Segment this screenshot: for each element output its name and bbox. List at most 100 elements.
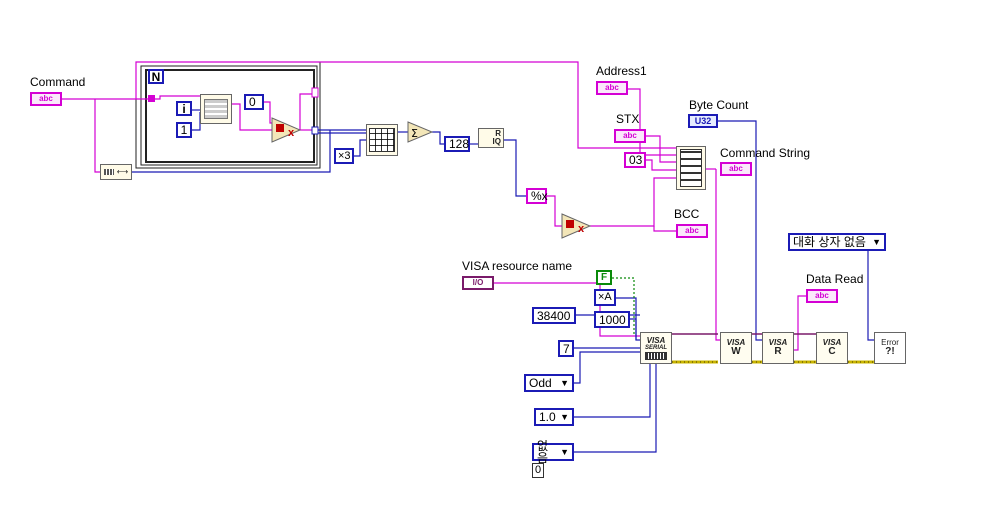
svg-text:x: x: [288, 127, 295, 139]
loop-iteration-terminal[interactable]: i: [176, 101, 192, 116]
visa-read-label: R: [774, 346, 782, 357]
bcc-indicator[interactable]: abc: [676, 224, 708, 238]
dialog-mode-ring[interactable]: 대화 상자 없음 ▼: [788, 233, 886, 251]
visa-resource-name-control[interactable]: I/O: [462, 276, 494, 290]
visa-configure-serial-node[interactable]: VISA SERIAL: [640, 332, 672, 364]
loop-input-tunnel: [148, 95, 155, 102]
length-arrow-icon: ⟷: [116, 167, 129, 176]
label-stx: STX: [616, 112, 640, 126]
visa-serial-label: SERIAL: [644, 344, 667, 351]
serial-port-icon: [645, 351, 667, 360]
wire-flow: [574, 364, 657, 453]
stop-bits-ring[interactable]: 1.0 ▼: [534, 408, 574, 426]
visa-close-node[interactable]: VISA C: [816, 332, 848, 364]
parity-value: Odd: [529, 376, 552, 390]
error-handler-title: Error: [881, 338, 899, 347]
for-loop-structure[interactable]: [135, 61, 321, 169]
visa-write-node[interactable]: VISA W: [720, 332, 752, 364]
wire-dialog-mode: [867, 248, 876, 341]
data-read-indicator[interactable]: abc: [806, 289, 838, 303]
constant-zero[interactable]: 0: [244, 94, 264, 110]
visa-write-label: W: [731, 346, 741, 357]
label-address1: Address1: [596, 64, 647, 78]
loop-count-terminal[interactable]: N: [148, 69, 164, 84]
svg-text:x: x: [578, 223, 585, 235]
wire-termchar: [616, 297, 637, 340]
constant-termchar[interactable]: ×A: [594, 289, 616, 306]
quotient-iq-label: IQ: [492, 137, 501, 146]
label-command-string: Command String: [720, 146, 811, 160]
wire-timeout: [630, 318, 640, 341]
error-handler-mark: ?!: [885, 346, 895, 357]
wire-stop-bits: [574, 364, 651, 418]
shift-register-right: [311, 87, 319, 98]
parity-enum[interactable]: Odd ▼: [524, 374, 574, 392]
dropdown-arrow-icon: ▼: [560, 411, 569, 422]
delete-from-string-icon[interactable]: x: [271, 117, 302, 143]
visa-write-title: VISA: [726, 338, 746, 347]
address1-control[interactable]: abc: [596, 81, 628, 95]
label-data-read: Data Read: [806, 272, 864, 286]
wire-shift-left: [299, 93, 312, 130]
dropdown-arrow-icon: ▼: [872, 236, 881, 247]
constant-format-string[interactable]: %x: [526, 188, 548, 204]
dropdown-arrow-icon: ▼: [560, 377, 569, 388]
build-array-icon: [369, 128, 395, 152]
string-length-node[interactable]: ⟷: [100, 164, 132, 180]
wire-bool-termchar-enable: [612, 277, 635, 336]
simple-error-handler-node[interactable]: Error ?!: [874, 332, 906, 364]
visa-configure-title: VISA: [646, 335, 666, 345]
wire-loop-string: [154, 95, 200, 100]
label-visa-resource-name: VISA resource name: [462, 259, 573, 273]
wire-to-write: [715, 169, 722, 341]
string-subset-node[interactable]: [200, 94, 232, 124]
constant-timeout[interactable]: 1000: [594, 311, 630, 328]
loop-output-tunnel: [311, 126, 319, 135]
wire-char-to-subset: [232, 103, 272, 131]
wire-parity: [574, 351, 646, 384]
constant-stx-value[interactable]: 03: [624, 152, 646, 168]
flow-control-value: 없음: [537, 439, 549, 465]
svg-text:Σ: Σ: [411, 127, 418, 140]
visa-close-title: VISA: [822, 338, 842, 347]
constant-data-bits[interactable]: 7: [558, 340, 574, 357]
wire-times3: [354, 139, 366, 157]
quotient-r-label: R: [495, 129, 501, 138]
wire-command-to-concat: [135, 61, 676, 149]
label-byte-count: Byte Count: [689, 98, 749, 112]
wire-03: [646, 159, 676, 171]
wire-quotient-to-format: [504, 139, 526, 197]
stop-bits-value: 1.0: [539, 410, 556, 424]
stx-control[interactable]: abc: [614, 129, 646, 143]
constant-times3[interactable]: ×3: [334, 148, 354, 164]
wire-address1: [628, 88, 676, 156]
string-length-icon: [103, 169, 114, 175]
constant-baud-rate[interactable]: 38400: [532, 307, 576, 324]
sum-function-icon[interactable]: Σ: [407, 121, 434, 143]
dialog-mode-value: 대화 상자 없음: [793, 235, 866, 249]
byte-count-control[interactable]: U32: [688, 114, 718, 128]
label-bcc: BCC: [674, 207, 700, 221]
wire-length: [132, 130, 331, 173]
flow-control-index: 0: [532, 463, 544, 478]
flow-control-ring[interactable]: 없음 ▼: [532, 439, 574, 465]
dropdown-arrow-icon: ▼: [560, 446, 569, 457]
command-string-indicator[interactable]: abc: [720, 162, 752, 176]
label-command: Command: [30, 75, 86, 89]
constant-128[interactable]: 128: [444, 136, 470, 152]
visa-close-label: C: [828, 346, 836, 357]
visa-read-node[interactable]: VISA R: [762, 332, 794, 364]
delete-from-string-bcc-icon[interactable]: x: [561, 213, 592, 239]
string-subset-icon: [204, 99, 228, 119]
build-array-node[interactable]: [366, 124, 398, 156]
quotient-remainder-node[interactable]: R IQ: [478, 128, 504, 148]
constant-bool-false[interactable]: F: [596, 270, 612, 285]
wire-command-to-length: [94, 99, 100, 173]
wire-format: [547, 195, 562, 227]
concatenate-strings-node[interactable]: [676, 146, 706, 190]
constant-one[interactable]: 1: [176, 122, 192, 138]
wire-resource-name: [494, 282, 640, 337]
wire-data-read: [792, 295, 806, 351]
command-control[interactable]: abc: [30, 92, 62, 106]
concatenate-strings-icon: [680, 149, 702, 187]
